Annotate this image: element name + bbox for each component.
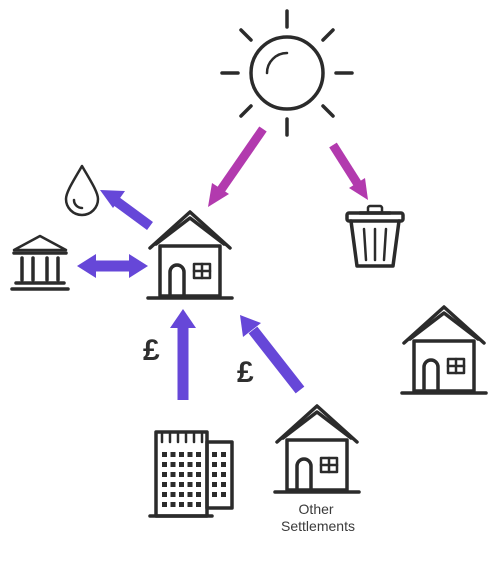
building-window	[179, 502, 184, 507]
trash-bin-icon	[345, 204, 405, 268]
building-window	[196, 482, 201, 487]
home-to-water-arrow	[100, 190, 153, 231]
water-drop-icon	[64, 164, 100, 217]
building-window	[162, 482, 167, 487]
building-window	[212, 462, 217, 467]
settlement-to-home-arrow	[240, 315, 305, 394]
label-line-2: Settlements	[281, 518, 355, 534]
building-window	[187, 462, 193, 467]
building-window	[170, 502, 176, 507]
settlement-house-icon	[273, 404, 361, 494]
building-window	[179, 472, 184, 477]
building-window	[170, 482, 176, 487]
building-window	[196, 462, 201, 467]
building-window	[221, 472, 226, 477]
building-window	[196, 492, 201, 497]
building-window	[162, 462, 167, 467]
building-window	[162, 492, 167, 497]
building-window	[179, 462, 184, 467]
building-window	[196, 452, 201, 457]
building-window	[196, 502, 201, 507]
building-window	[179, 492, 184, 497]
city-to-home-arrow	[170, 309, 196, 400]
sun-icon	[220, 9, 354, 137]
building-window	[196, 472, 201, 477]
building-window	[221, 482, 226, 487]
building-window	[221, 492, 226, 497]
building-window	[162, 502, 167, 507]
building-window	[170, 452, 176, 457]
sun-to-home-arrow	[208, 126, 267, 207]
building-window	[212, 452, 217, 457]
building-window	[170, 472, 176, 477]
building-window	[212, 492, 217, 497]
building-window	[187, 502, 193, 507]
sun-to-waste-arrow	[329, 142, 368, 200]
building-window	[221, 462, 226, 467]
home-bank-double-arrow	[77, 254, 148, 278]
office-building-icon	[148, 430, 234, 518]
building-window	[212, 472, 217, 477]
building-window	[179, 482, 184, 487]
building-window	[212, 482, 217, 487]
other-settlements-label: Other Settlements	[281, 501, 355, 534]
building-window	[179, 452, 184, 457]
neighbour-house-icon	[400, 305, 488, 395]
building-window	[187, 492, 193, 497]
home-house-icon	[146, 210, 234, 300]
money-flow-symbol: £	[143, 334, 160, 367]
building-window	[187, 452, 193, 457]
building-window	[221, 452, 226, 457]
money-flow-symbol: £	[237, 356, 254, 389]
building-window	[170, 462, 176, 467]
building-window	[187, 482, 193, 487]
building-window	[187, 472, 193, 477]
building-window	[170, 492, 176, 497]
bank-icon	[10, 234, 70, 291]
building-window	[162, 472, 167, 477]
label-line-1: Other	[299, 501, 334, 517]
building-window	[162, 452, 167, 457]
